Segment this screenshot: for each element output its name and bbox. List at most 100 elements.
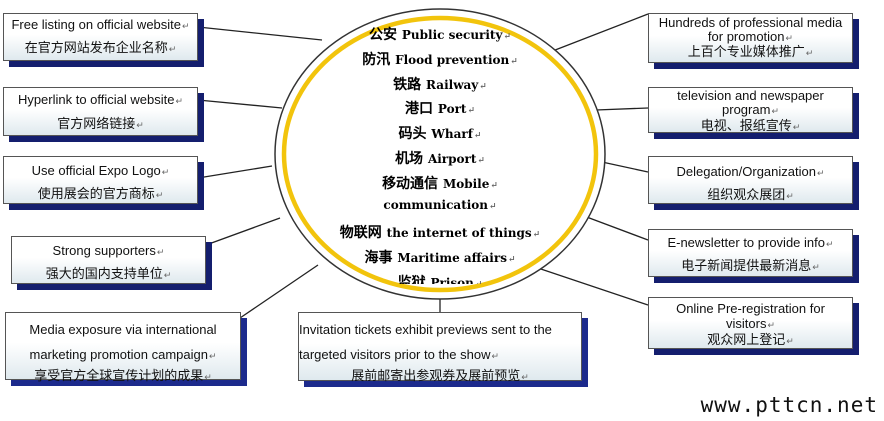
paragraph-mark: ↵ <box>475 280 483 284</box>
box-chinese-text: 享受官方全球宣传计划的成果 <box>34 369 204 384</box>
box-chinese-text: 官方网络链接 <box>57 117 136 132</box>
connector-line <box>205 217 281 246</box>
box-english-text: Use official Expo Logo <box>31 163 161 178</box>
connector-line <box>197 99 283 109</box>
box-face: television and newspaper program↵ 电视、报纸宣… <box>648 87 853 134</box>
connector-line <box>549 13 649 53</box>
left-box-hyperlink: Hyperlink to official website↵ 官方网络链接↵ <box>3 87 204 142</box>
box-english-text: Strong supporters <box>52 243 156 258</box>
center-item-chinese: 机场 <box>395 151 428 167</box>
box-english-text: Online Pre-registration for visitors <box>676 301 825 331</box>
box-face: Online Pre-registration for visitors↵ 观众… <box>648 297 853 349</box>
box-english-text: Invitation tickets exhibit previews sent… <box>299 322 552 362</box>
box-chinese-text: 强大的国内支持单位 <box>45 267 163 282</box>
center-item-english: Prison <box>430 276 474 284</box>
center-list-item: 物联网 the internet of things↵ <box>300 222 580 242</box>
bottom-box-invitation: Invitation tickets exhibit previews sent… <box>298 312 588 387</box>
left-box-expo-logo: Use official Expo Logo↵ 使用展会的官方商标↵ <box>3 156 204 210</box>
center-item-chinese: 移动通信 <box>382 175 443 192</box>
paragraph-mark: ↵ <box>489 201 497 212</box>
center-item-chinese: 物联网 <box>339 225 387 242</box>
center-item-chinese: 公安 <box>369 27 402 43</box>
paragraph-mark: ↵ <box>490 180 498 191</box>
left-box-supporters: Strong supporters↵ 强大的国内支持单位↵ <box>11 236 212 290</box>
box-face: Delegation/Organization↵ 组织观众展团↵ <box>648 156 853 204</box>
center-item-english: Railway <box>426 77 479 92</box>
box-face: Hyperlink to official website↵ 官方网络链接↵ <box>3 87 198 136</box>
right-box-tv-newspaper: television and newspaper program↵ 电视、报纸宣… <box>648 87 859 139</box>
box-face: Hundreds of professional media for promo… <box>648 13 853 63</box>
connector-line <box>197 165 273 179</box>
center-item-english: the internet of things <box>386 226 532 241</box>
box-english-text: television and newspaper program <box>677 88 824 117</box>
left-box-media-exposure: Media exposure via international marketi… <box>5 312 247 386</box>
box-face: Strong supporters↵ 强大的国内支持单位↵ <box>11 236 206 284</box>
center-item-chinese: 防汛 <box>362 51 396 68</box>
box-english-text: Media exposure via international marketi… <box>29 322 217 362</box>
paragraph-mark: ↵ <box>479 81 487 92</box>
watermark-text: www.pttcn.net <box>700 393 878 417</box>
box-chinese-text: 使用展会的官方商标 <box>37 187 155 202</box>
paragraph-mark: ↵ <box>510 56 518 67</box>
right-box-media-promotion: Hundreds of professional media for promo… <box>648 13 859 69</box>
box-english-text: Delegation/Organization <box>676 164 816 179</box>
center-item-english: Flood prevention <box>395 52 510 67</box>
connector-line <box>601 161 649 173</box>
center-item-english: Public security <box>401 28 503 42</box>
right-box-e-newsletter: E-newsletter to provide info↵ 电子新闻提供最新消息… <box>648 229 859 283</box>
center-item-chinese: 监狱 <box>397 275 431 284</box>
center-list-item: 移动通信 Mobile↵ <box>300 173 580 193</box>
box-chinese-text: 上百个专业媒体推广 <box>687 45 805 60</box>
center-list-item: 港口 Port↵ <box>300 98 580 118</box>
center-item-english: Mobile <box>442 176 490 191</box>
box-chinese-text: 在官方网站发布企业名称 <box>24 41 168 56</box>
left-box-official-listing: Free listing on official website↵ 在官方网站发… <box>3 13 204 67</box>
center-item-english: Maritime affairs <box>397 251 507 266</box>
center-item-chinese: 港口 <box>405 101 438 118</box>
box-english-text: Hyperlink to official website <box>17 92 175 107</box>
center-list-item: 码头 Wharf↵ <box>300 123 580 143</box>
center-item-chinese: 海事 <box>364 250 398 267</box>
box-chinese-text: 观众网上登记 <box>707 333 786 348</box>
box-face: Media exposure via international marketi… <box>5 312 241 384</box>
center-item-english: Wharf <box>431 127 473 142</box>
center-list-item: 机场 Airport↵ <box>300 148 580 168</box>
connector-line <box>595 107 649 111</box>
paragraph-mark: ↵ <box>477 156 485 166</box>
box-english-text: Hundreds of professional media for promo… <box>658 15 843 44</box>
connector-line <box>197 26 323 41</box>
center-item-english: communication <box>383 197 489 212</box>
center-list-item: 公安 Public security↵ <box>300 24 580 44</box>
center-content: 公安 Public security↵防汛 Flood prevention↵铁… <box>300 18 580 284</box>
box-chinese-text: 组织观众展团 <box>707 188 786 203</box>
box-chinese-text: 展前邮寄出参观券及展前预览 <box>351 369 521 384</box>
right-box-delegation: Delegation/Organization↵ 组织观众展团↵ <box>648 156 859 210</box>
box-face: Invitation tickets exhibit previews sent… <box>298 312 582 384</box>
connector-line <box>583 215 649 241</box>
connector-line <box>239 264 319 319</box>
box-chinese-text: 电子新闻提供最新消息 <box>681 259 812 274</box>
center-item-english: Airport <box>427 152 477 166</box>
box-english-text: E-newsletter to provide info <box>667 235 825 250</box>
center-item-english: Port <box>437 102 467 117</box>
paragraph-mark: ↵ <box>467 106 475 117</box>
paragraph-mark: ↵ <box>473 131 482 142</box>
center-list-item: 监狱 Prison↵ <box>300 272 580 284</box>
center-ellipse-ring <box>281 15 599 293</box>
box-chinese-text: 电视、报纸宣传 <box>700 119 792 134</box>
box-face: E-newsletter to provide info↵ 电子新闻提供最新消息… <box>648 229 853 277</box>
center-item-chinese: 铁路 <box>393 76 427 93</box>
center-list-item: 铁路 Railway↵ <box>300 74 580 94</box>
center-list-item: 海事 Maritime affairs↵ <box>300 247 580 267</box>
box-face: Free listing on official website↵ 在官方网站发… <box>3 13 198 61</box>
center-list-item: 防汛 Flood prevention↵ <box>300 49 580 69</box>
paragraph-mark: ↵ <box>532 230 541 241</box>
right-box-pre-registration: Online Pre-registration for visitors↵ 观众… <box>648 297 859 355</box>
paragraph-mark: ↵ <box>507 255 516 266</box>
box-english-text: Free listing on official website <box>11 17 182 32</box>
box-face: Use official Expo Logo↵ 使用展会的官方商标↵ <box>3 156 198 204</box>
center-list-item: communication↵ <box>300 198 580 212</box>
center-list: 公安 Public security↵防汛 Flood prevention↵铁… <box>300 18 580 284</box>
